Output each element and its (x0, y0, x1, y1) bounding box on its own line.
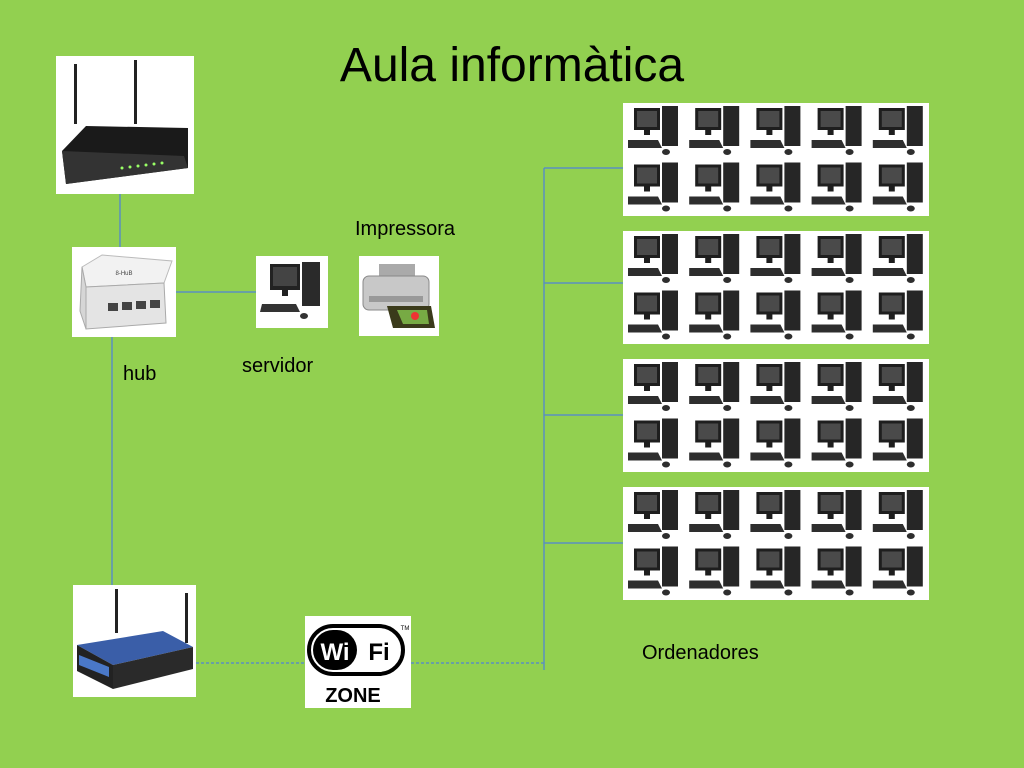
computer-icon (872, 162, 923, 212)
computer-icon (872, 290, 923, 340)
computer-icon (750, 290, 801, 340)
computer-icon (811, 162, 862, 212)
wifi-tm-text: TM (401, 626, 410, 632)
wifi-zone-text: ZONE (325, 685, 381, 707)
computer-icon (689, 362, 740, 411)
computer-icon (750, 106, 801, 155)
ordenadores-label: Ordenadores (642, 642, 759, 664)
slide-title: Aula informàtica (339, 39, 685, 92)
computer-icon (689, 546, 740, 596)
computer-icon (750, 546, 801, 596)
computer-icon (750, 490, 801, 539)
wifi-zone-logo: Wi Fi TM ZONE (305, 616, 411, 708)
printer-icon (359, 256, 439, 336)
computer-icon (750, 362, 801, 411)
computer-icon (872, 418, 923, 468)
computer-icon (811, 490, 862, 539)
computer-icon (628, 362, 678, 411)
server-computer-icon (256, 256, 328, 328)
wifi-wi-text: Wi (320, 639, 349, 666)
computer-group-4 (623, 487, 929, 600)
computer-icon (811, 418, 862, 468)
computer-icon (689, 106, 740, 155)
wifi-fi-text: Fi (368, 639, 389, 666)
computer-icon (628, 290, 678, 340)
computer-icon (872, 106, 923, 155)
computer-icon (689, 162, 740, 212)
computer-icon (872, 234, 923, 283)
computer-icon (628, 106, 678, 155)
computer-icon (689, 234, 740, 283)
hub-device-text: 8-HuB (115, 271, 132, 277)
computer-icon (628, 162, 678, 212)
computer-icon (811, 290, 862, 340)
computer-icon (628, 234, 678, 283)
router-icon (56, 56, 194, 194)
computer-icon (750, 234, 801, 283)
hub-label: hub (123, 363, 157, 385)
computer-icon (628, 418, 678, 468)
impressora-label: Impressora (355, 218, 456, 240)
servidor-label: servidor (242, 355, 314, 377)
computer-icon (872, 362, 923, 411)
computer-icon (689, 418, 740, 468)
computer-group-1 (623, 103, 929, 216)
computer-icon (689, 290, 740, 340)
wireless-router-icon (73, 585, 196, 697)
hub-icon: 8-HuB (72, 247, 176, 337)
computer-icon (872, 546, 923, 596)
computer-group-3 (623, 359, 929, 472)
computer-group-2 (623, 231, 929, 344)
computer-icon (872, 490, 923, 539)
computer-icon (811, 362, 862, 411)
computer-icon (689, 490, 740, 539)
computer-icon (811, 546, 862, 596)
computer-icon (628, 546, 678, 596)
computer-icon (628, 490, 678, 539)
computer-icon (750, 162, 801, 212)
computer-icon (811, 106, 862, 155)
computer-icon (750, 418, 801, 468)
computer-icon (811, 234, 862, 283)
